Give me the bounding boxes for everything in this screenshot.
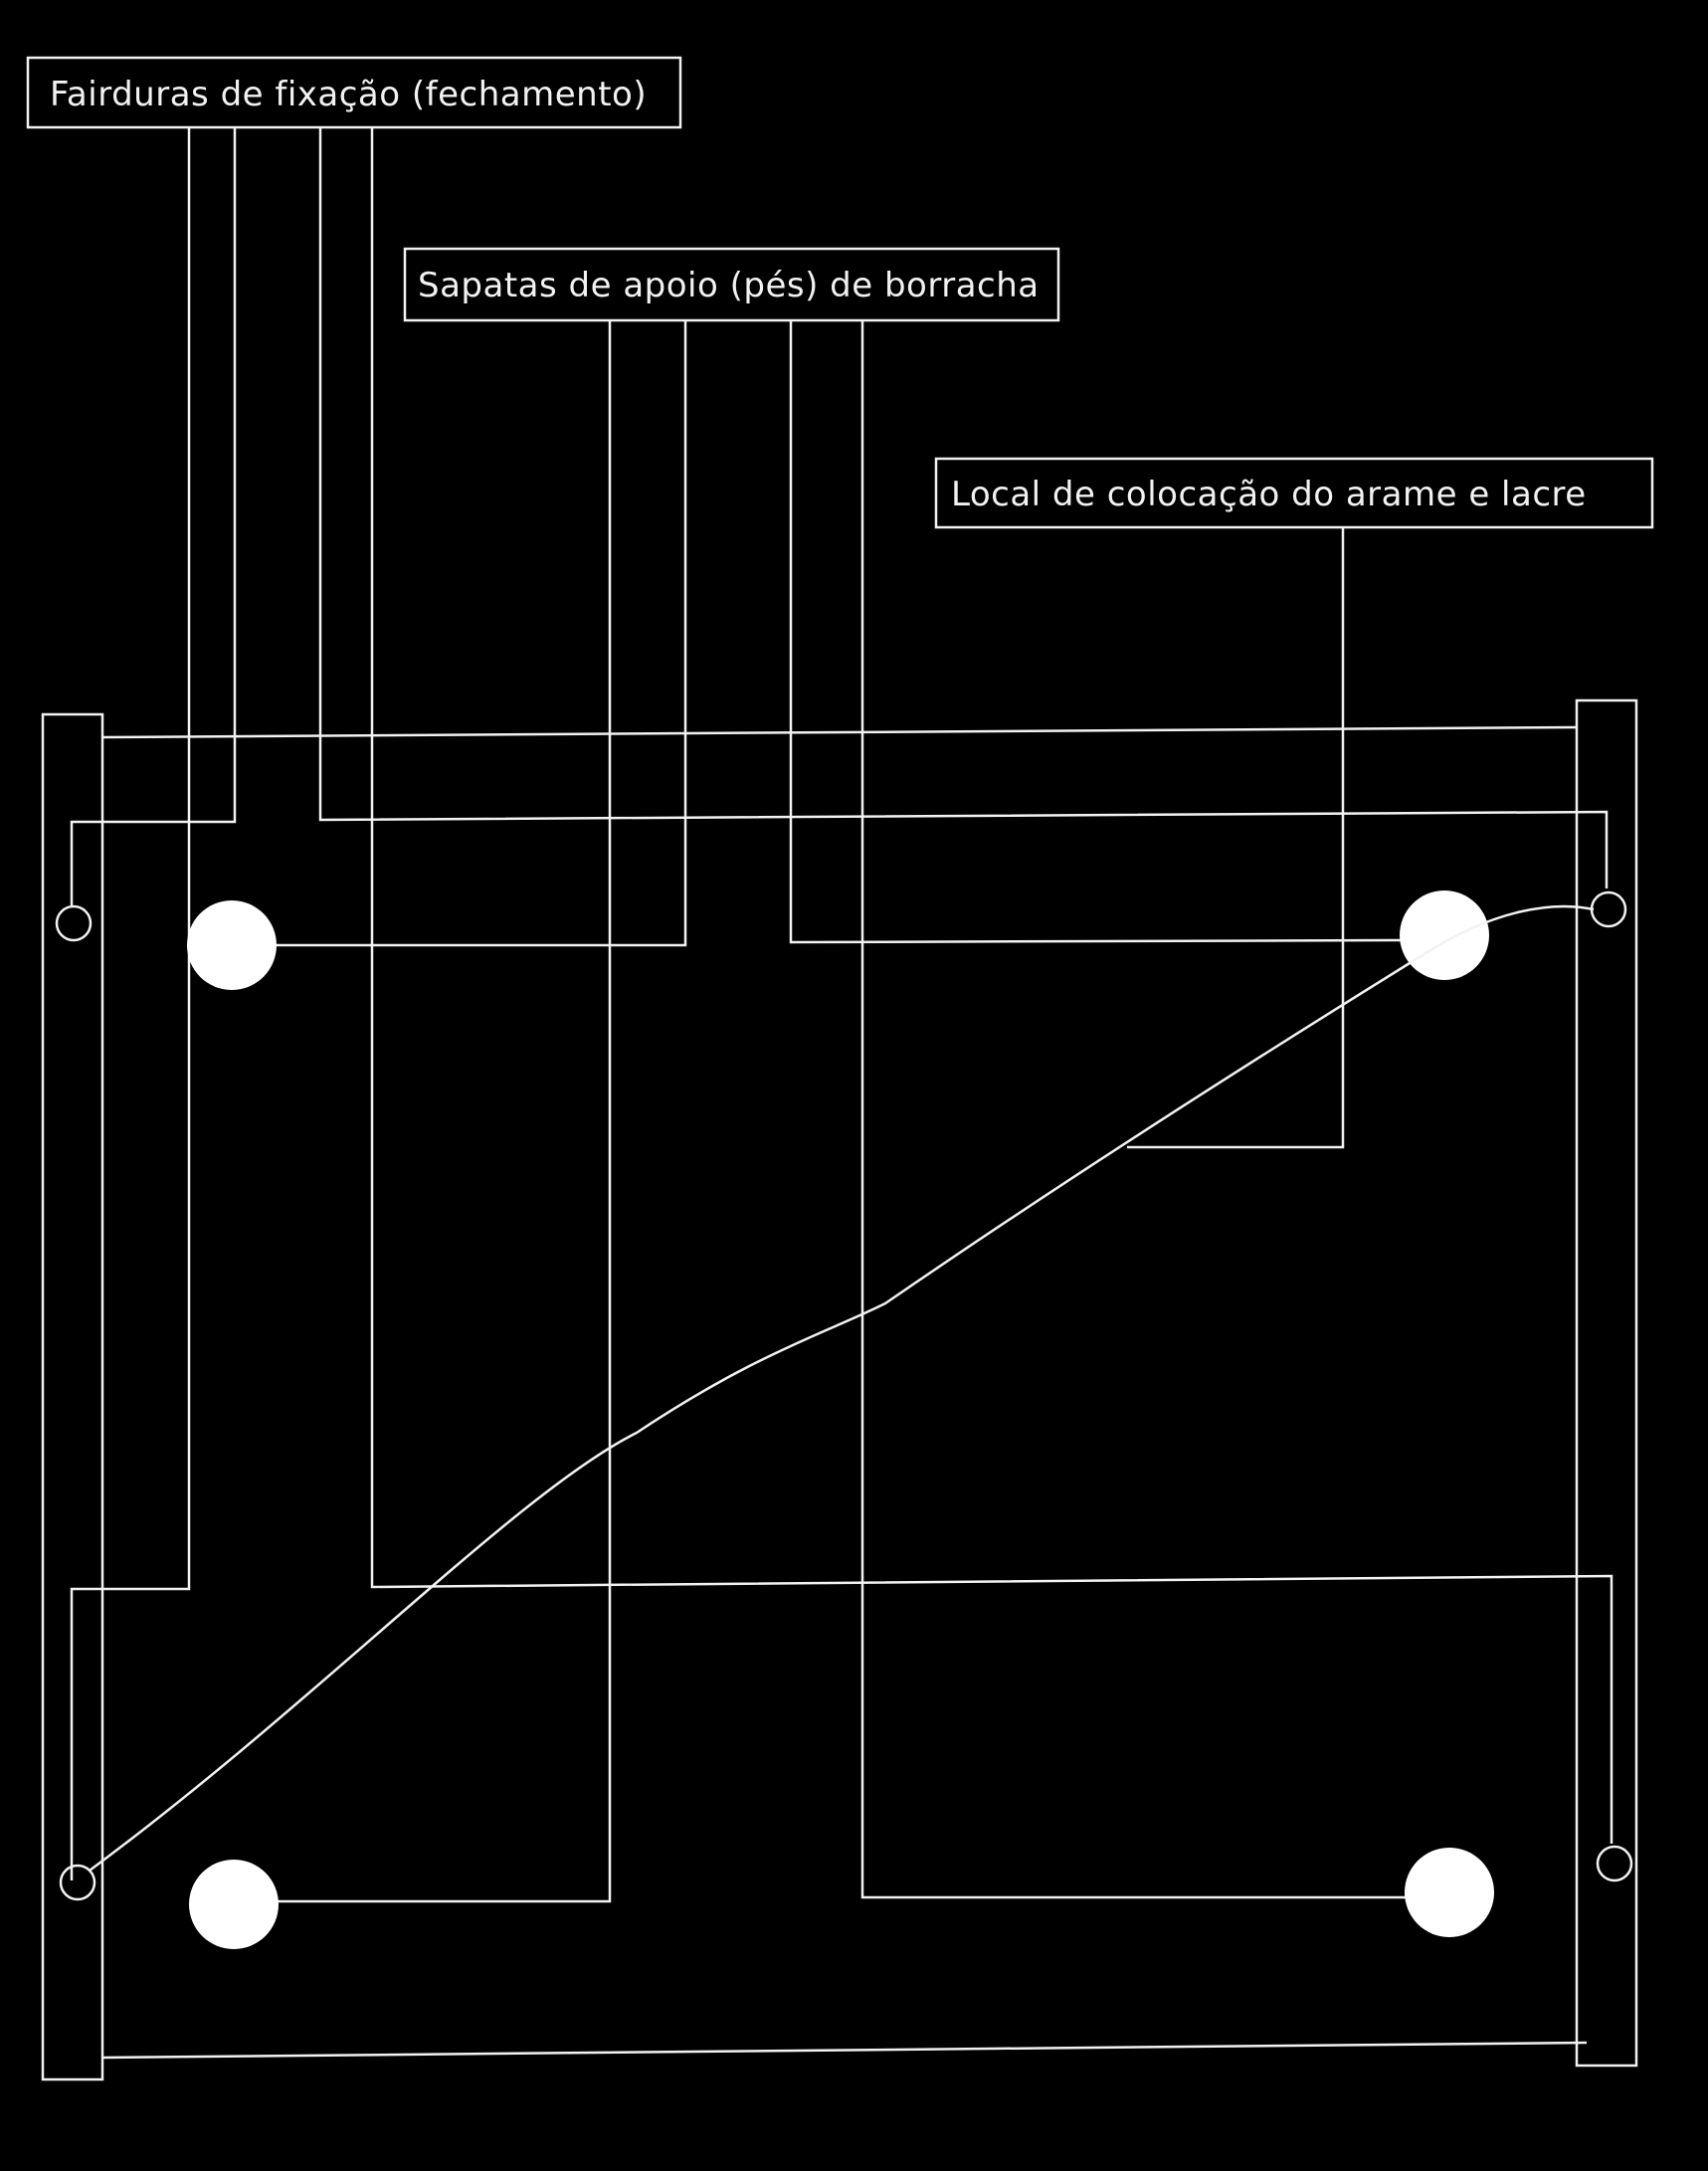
label-fasteners-text: Fairduras de fixação (fechamento) bbox=[50, 75, 647, 114]
fastener-leader-3 bbox=[318, 127, 1609, 888]
label-seal: Local de colocação do arame e lacre bbox=[934, 457, 1654, 529]
fastener-leader-2 bbox=[70, 127, 237, 905]
fastener-leader-1 bbox=[70, 127, 191, 1880]
feet-leader-4 bbox=[860, 320, 1409, 1899]
rubber-foot-bottom-right bbox=[1405, 1848, 1494, 1937]
fastener-hole-bottom-right bbox=[1596, 1845, 1633, 1882]
label-seal-box bbox=[934, 457, 1654, 529]
label-seal-text: Local de colocação do arame e lacre bbox=[951, 475, 1587, 514]
seal-leader bbox=[1127, 527, 1345, 1149]
rubber-foot-top-right bbox=[1400, 890, 1489, 980]
fastener-leader-4 bbox=[370, 127, 1613, 1844]
frame-bottom-line bbox=[101, 2041, 1588, 2060]
label-fasteners: Fairduras de fixação (fechamento) bbox=[26, 56, 682, 129]
fastener-hole-top-left bbox=[55, 904, 93, 942]
fastener-hole-top-right bbox=[1590, 890, 1627, 928]
fastener-hole-bottom-left bbox=[59, 1864, 96, 1901]
right-rail bbox=[1575, 698, 1638, 2068]
label-feet-box bbox=[403, 247, 1060, 322]
feet-leader-3 bbox=[789, 320, 1404, 944]
feet-leader-2 bbox=[265, 320, 687, 947]
frame-top-line bbox=[101, 725, 1578, 739]
label-feet-text: Sapatas de apoio (pés) de borracha bbox=[418, 266, 1040, 305]
left-rail bbox=[41, 712, 104, 2081]
feet-leader-1 bbox=[265, 320, 612, 1903]
label-feet: Sapatas de apoio (pés) de borracha bbox=[403, 247, 1060, 322]
seal-wire bbox=[89, 904, 1595, 1873]
rubber-foot-bottom-left bbox=[189, 1860, 279, 1949]
rubber-foot-top-left bbox=[187, 900, 277, 990]
label-fasteners-box bbox=[26, 56, 682, 129]
